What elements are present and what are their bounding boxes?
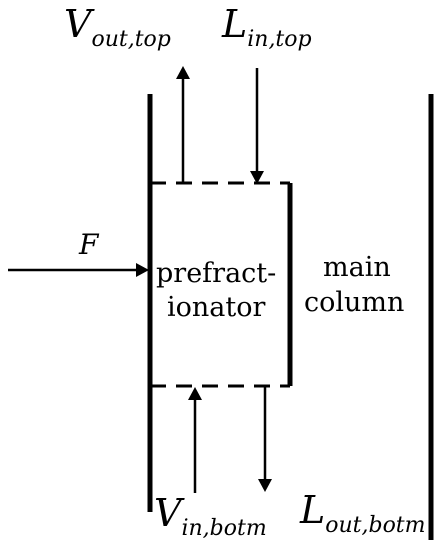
liquid-out-bottom-label: Lout,botm [299, 488, 426, 538]
vapor-in-bottom-label: Vin,botm [154, 491, 267, 541]
liquid-in-top-arrowhead [250, 171, 264, 184]
feed-arrowhead [136, 263, 149, 277]
feed-label: F [78, 228, 100, 261]
liquid-out-bottom-arrowhead [258, 479, 272, 492]
vapor-in-bottom-arrowhead [188, 387, 202, 400]
vapor-out-top-label: Vout,top [64, 2, 171, 52]
prefractionator-label-line1: prefract- [156, 258, 276, 289]
liquid-in-top-label: Lin,top [221, 2, 312, 52]
vapor-out-top-arrowhead [176, 66, 190, 79]
prefractionator-label-line2: ionator [167, 292, 265, 323]
main-column-label-line2: column [304, 287, 404, 318]
main-column-label-line1: main [323, 252, 391, 283]
